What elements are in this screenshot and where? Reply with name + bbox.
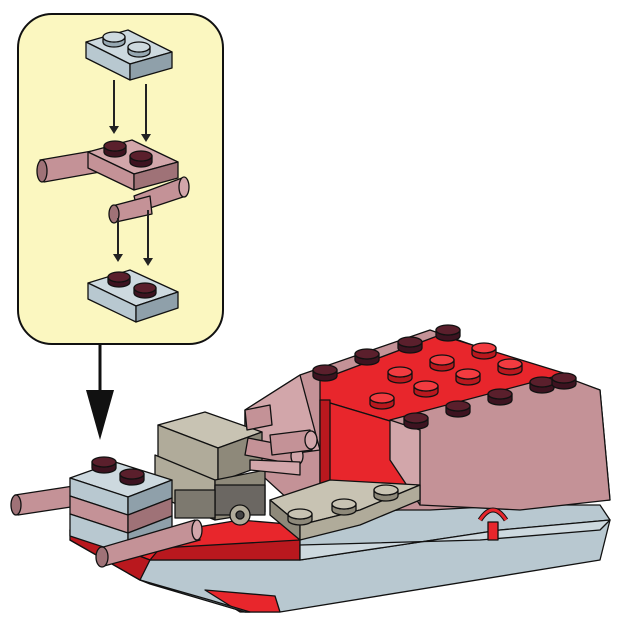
dark-tan-cockpit xyxy=(154,411,266,526)
pink-plate-with-bar xyxy=(36,139,190,224)
callout-to-model-arrow xyxy=(86,344,114,440)
gray-plate-bottom xyxy=(87,269,179,323)
stud xyxy=(133,282,157,299)
stud xyxy=(429,354,455,372)
stud xyxy=(102,31,126,48)
stud xyxy=(435,324,461,342)
stud xyxy=(103,140,127,158)
left-plate-stack xyxy=(10,456,203,568)
substep-callout xyxy=(17,13,224,345)
stud xyxy=(369,392,395,410)
stud xyxy=(331,498,357,516)
stud xyxy=(127,41,151,58)
gray-plate-top xyxy=(85,29,173,81)
deck-studs xyxy=(287,484,399,526)
stud xyxy=(119,468,145,486)
stud xyxy=(551,372,577,390)
stud xyxy=(413,380,439,398)
stud xyxy=(397,336,423,354)
main-model xyxy=(10,324,611,613)
stud xyxy=(455,368,481,386)
stud xyxy=(471,342,497,360)
stud xyxy=(387,366,413,384)
stud xyxy=(445,400,471,418)
stud xyxy=(497,358,523,376)
top-deck-studs xyxy=(312,324,577,430)
stud xyxy=(107,271,131,288)
stud xyxy=(91,456,117,474)
stud xyxy=(373,484,399,502)
stud xyxy=(487,388,513,406)
stud xyxy=(312,364,338,382)
stud xyxy=(529,376,555,394)
stud xyxy=(287,508,313,526)
stud xyxy=(403,412,429,430)
stud xyxy=(354,348,380,366)
red-clip xyxy=(477,507,509,541)
stud xyxy=(129,150,153,168)
